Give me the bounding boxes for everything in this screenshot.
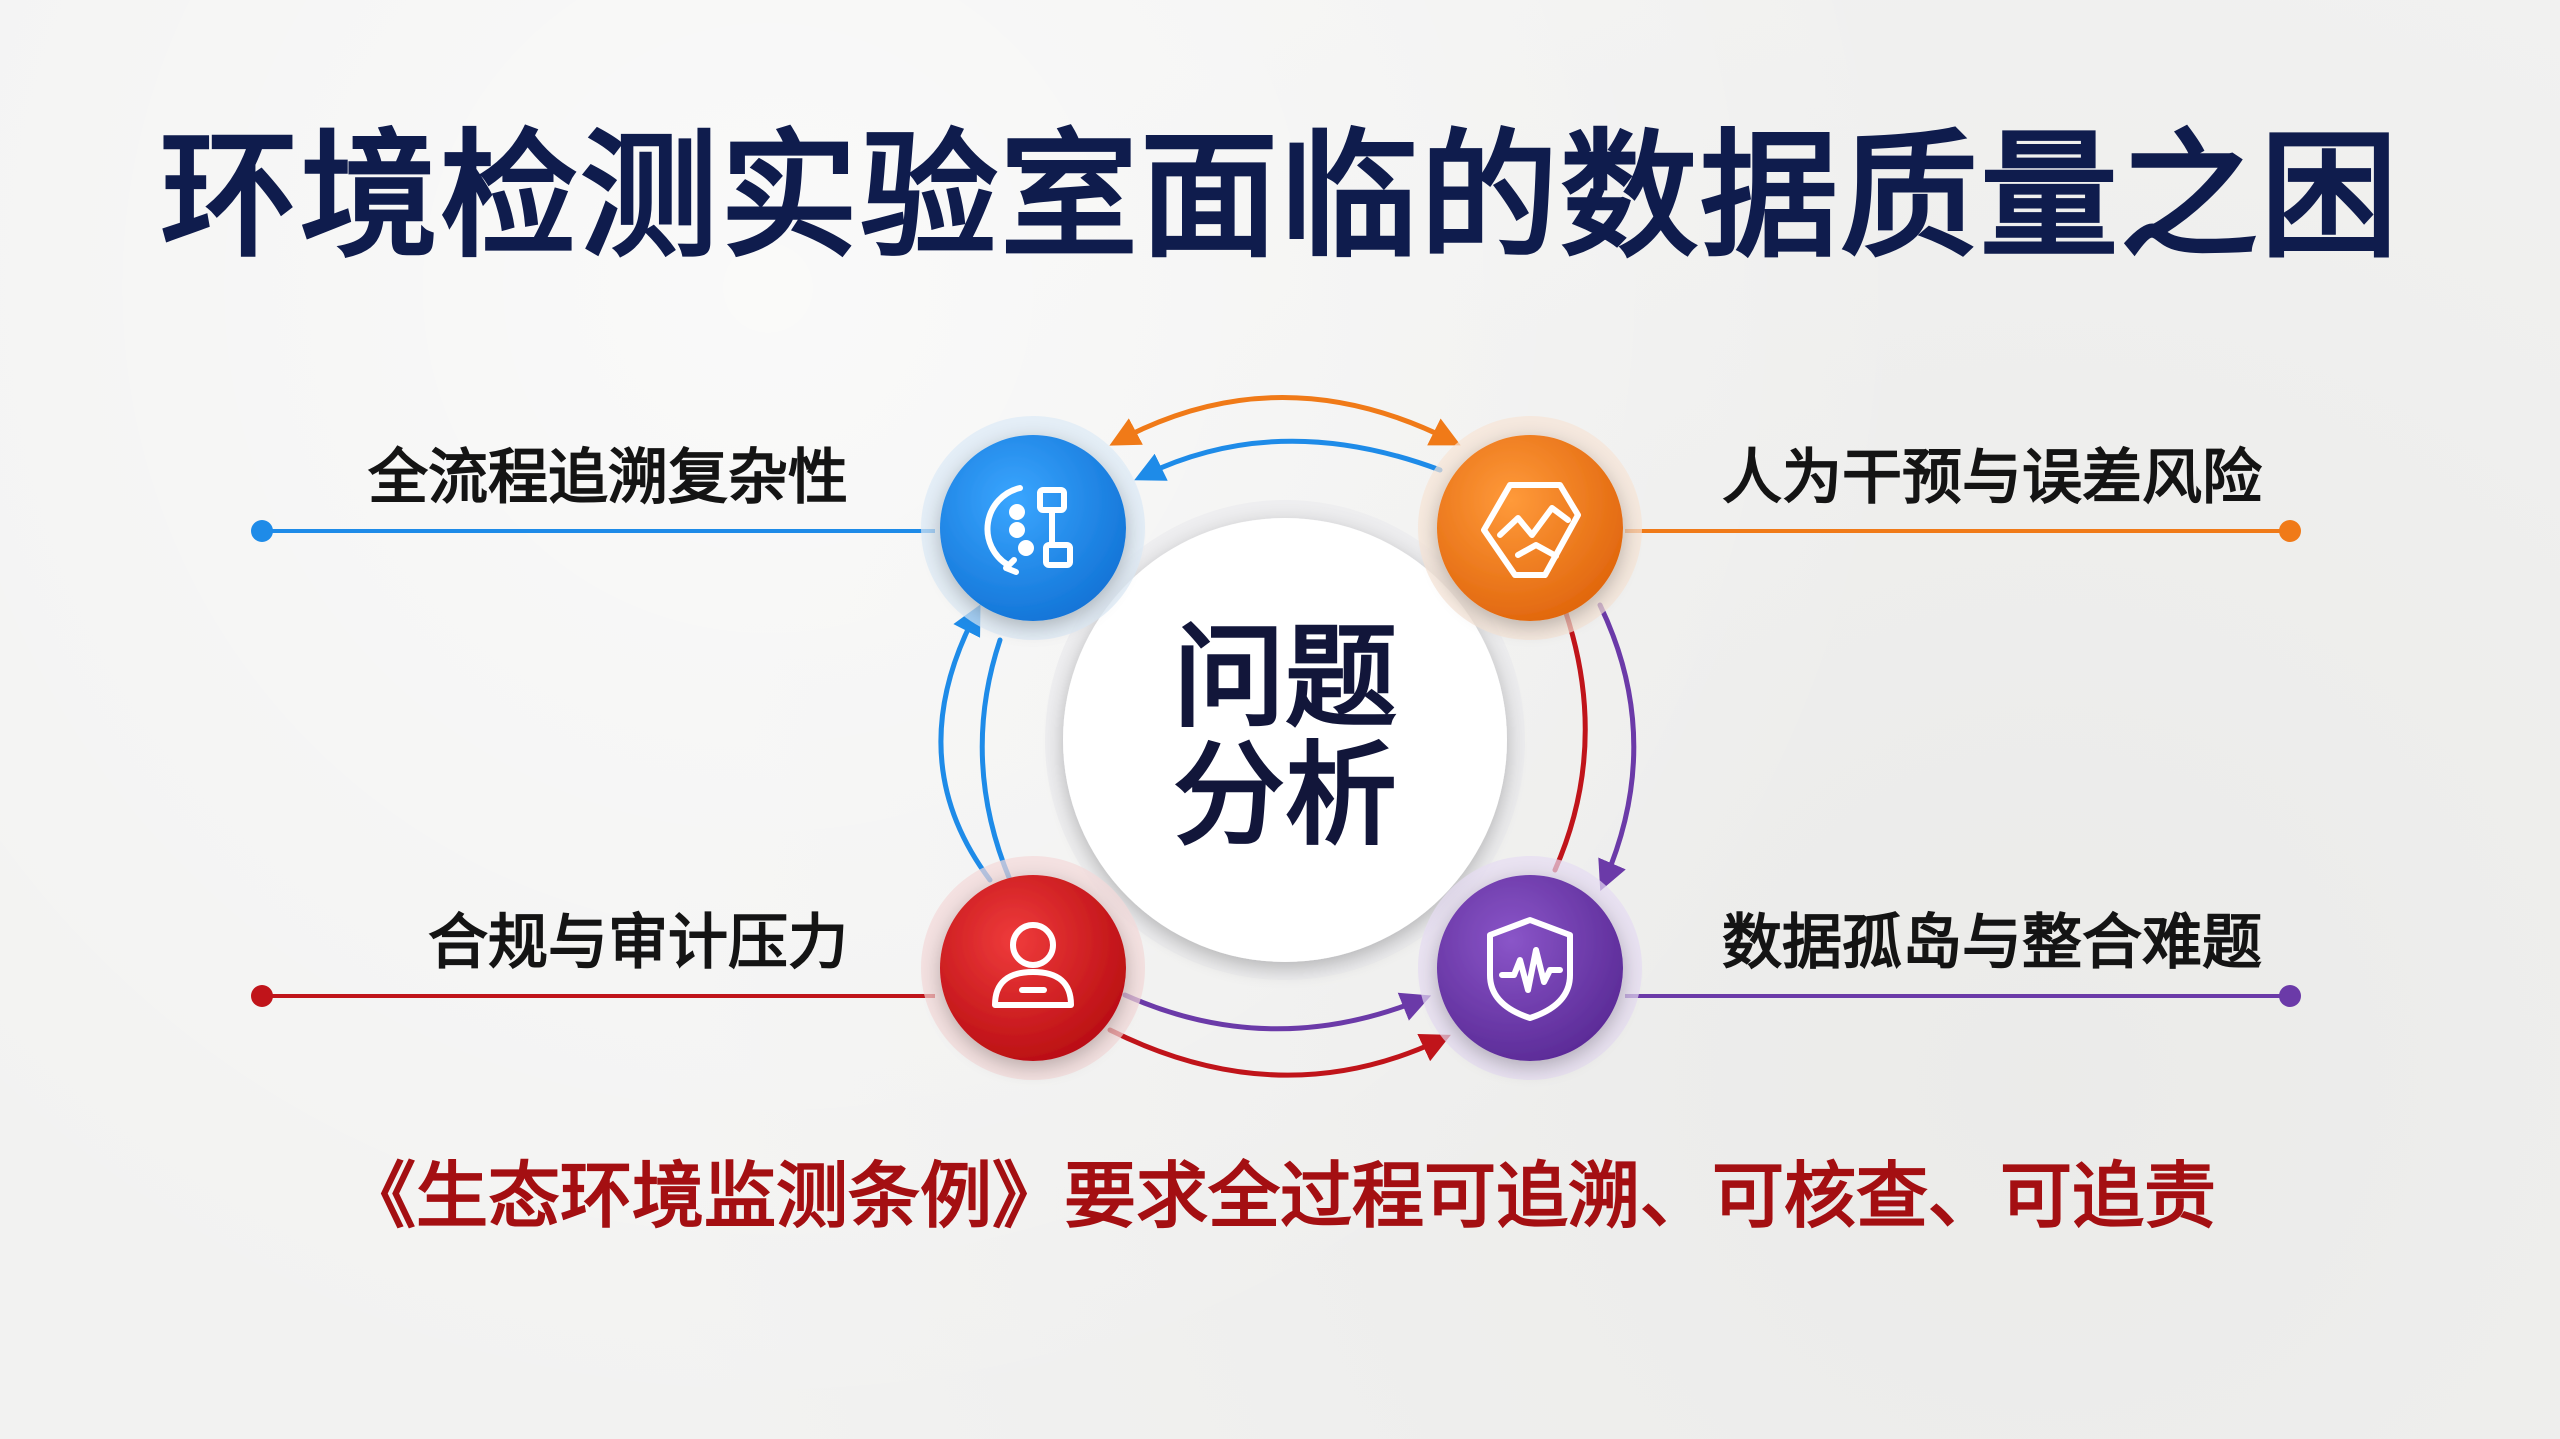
connector-line-human-error — [1625, 520, 2301, 542]
connector-line-compliance — [251, 985, 935, 1007]
label-data-silos: 数据孤岛与整合难题 — [1722, 908, 2262, 978]
label-compliance: 合规与审计压力 — [428, 908, 848, 978]
node-compliance — [921, 856, 1145, 1080]
page-title: 环境检测实验室面临的数据质量之困 — [159, 116, 2400, 277]
label-traceability: 全流程追溯复杂性 — [368, 443, 848, 513]
label-human-error: 人为干预与误差风险 — [1722, 443, 2262, 513]
footer-regulation-note: 《生态环境监测条例》要求全过程可追溯、可核查、可追责 — [343, 1154, 2216, 1238]
cycle-arrows — [938, 395, 1637, 1078]
center-line-2: 分析 — [1173, 730, 1397, 861]
connector-line-data-silos — [1625, 985, 2301, 1007]
shield-chart-icon — [1481, 482, 1581, 578]
node-human-error — [1418, 416, 1642, 640]
center-line-1: 问题 — [1173, 613, 1397, 743]
workflow-icon — [984, 485, 1073, 575]
center-hub — [1045, 500, 1525, 980]
node-traceability — [921, 416, 1145, 640]
center-label: 问题 分析 — [1090, 613, 1480, 861]
shield-signal-icon — [1487, 917, 1573, 1021]
connector-line-traceability — [251, 520, 935, 542]
node-data-silos — [1418, 856, 1642, 1080]
user-icon — [992, 922, 1074, 1008]
